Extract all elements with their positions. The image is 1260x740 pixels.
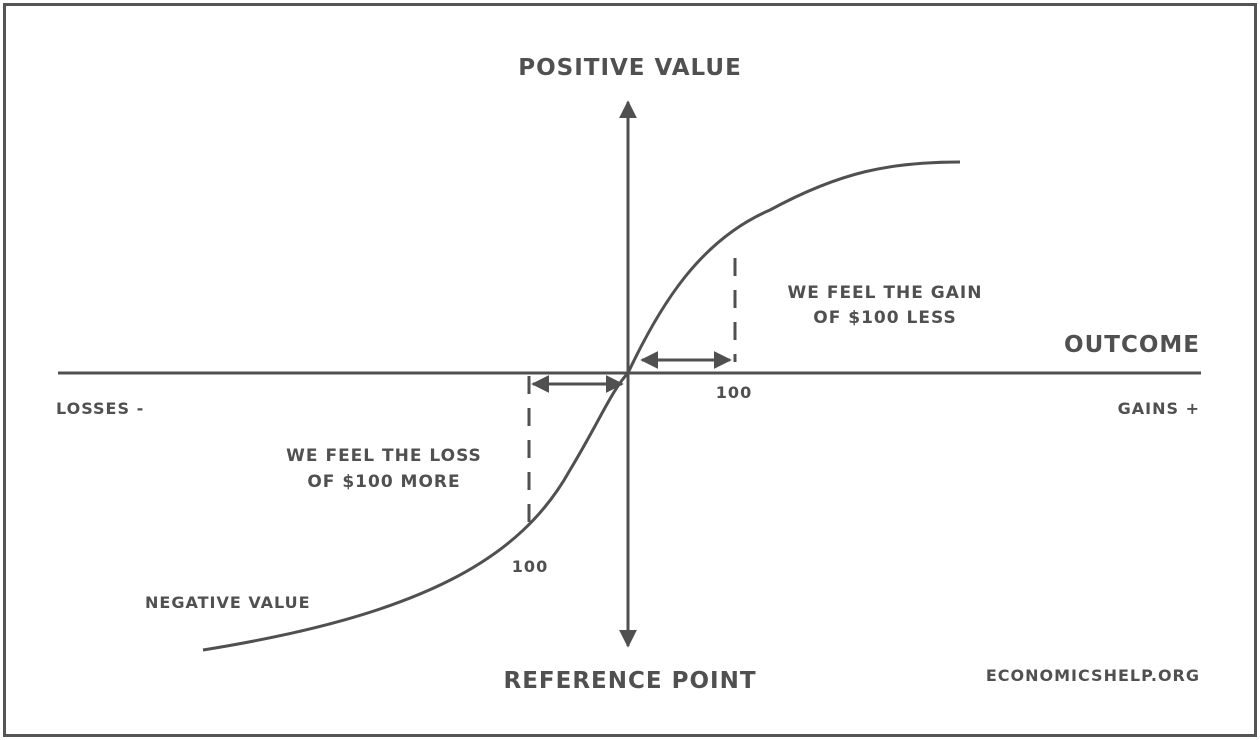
gain-note-line1: WE FEEL THE GAIN <box>788 283 983 303</box>
gain-tick-label: 100 <box>716 383 752 402</box>
loss-tick-label: 100 <box>512 557 548 576</box>
reference-point-label: REFERENCE POINT <box>503 668 756 694</box>
loss-note-line2: OF $100 MORE <box>307 472 460 492</box>
gains-label: GAINS + <box>1118 399 1200 418</box>
source-label: ECONOMICSHELP.ORG <box>986 666 1200 685</box>
losses-label: LOSSES - <box>56 399 144 418</box>
value-curve <box>202 160 961 652</box>
outcome-label: OUTCOME <box>1064 332 1200 358</box>
loss-note-line1: WE FEEL THE LOSS <box>286 446 482 466</box>
positive-value-label: POSITIVE VALUE <box>518 55 742 81</box>
gain-note-line2: OF $100 LESS <box>813 308 956 328</box>
negative-value-label: NEGATIVE VALUE <box>145 593 311 612</box>
